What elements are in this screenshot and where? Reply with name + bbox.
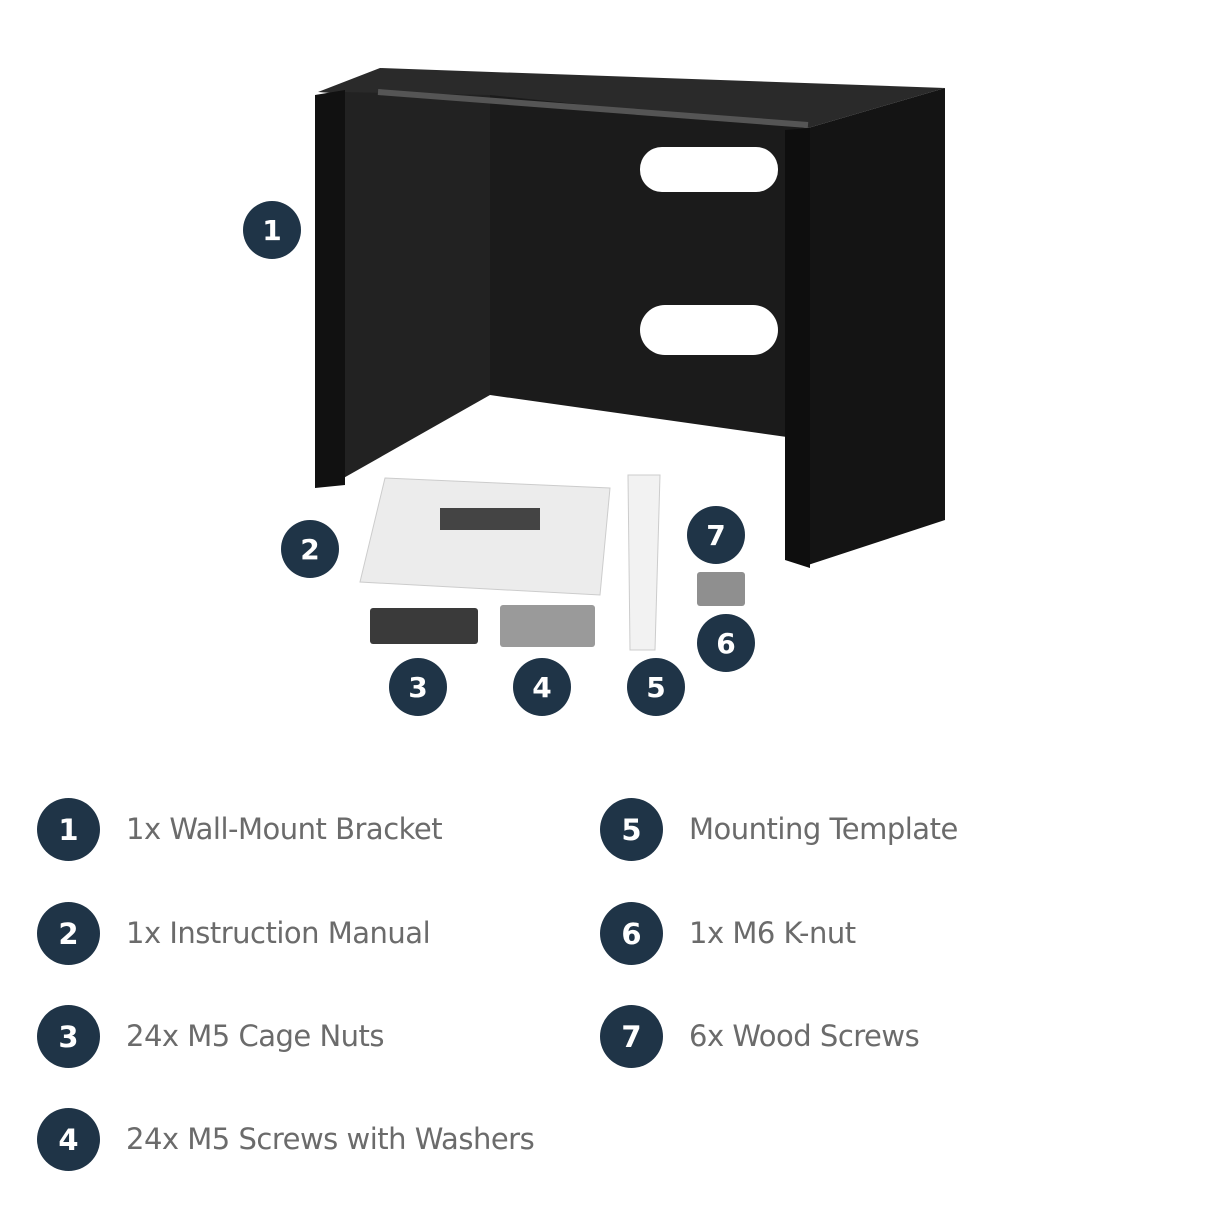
legend-label-4: 24x M5 Screws with Washers [126, 1122, 535, 1156]
cage-nuts [370, 608, 478, 644]
legend-label-1: 1x Wall-Mount Bracket [126, 812, 443, 846]
legend-label-7: 6x Wood Screws [689, 1019, 920, 1053]
mounting-template [627, 474, 661, 651]
legend-badge-6: 6 [600, 902, 663, 965]
callout-4: 4 [513, 658, 571, 716]
callout-1: 1 [243, 201, 301, 259]
legend-label-2: 1x Instruction Manual [126, 916, 431, 950]
legend-badge-5: 5 [600, 798, 663, 861]
callout-7: 7 [687, 506, 745, 564]
legend-label-5: Mounting Template [689, 812, 958, 846]
screws-with-washers [500, 605, 595, 647]
legend-badge-2: 2 [37, 902, 100, 965]
callout-2: 2 [281, 520, 339, 578]
callout-5: 5 [627, 658, 685, 716]
callout-3: 3 [389, 658, 447, 716]
instruction-manual [359, 477, 611, 596]
wall-mount-bracket [315, 68, 945, 568]
wood-screws-and-knut [697, 572, 745, 606]
legend-label-6: 1x M6 K-nut [689, 916, 856, 950]
legend-badge-1: 1 [37, 798, 100, 861]
product-photo [315, 68, 945, 651]
legend-label-3: 24x M5 Cage Nuts [126, 1019, 385, 1053]
callout-6: 6 [697, 614, 755, 672]
legend-badge-4: 4 [37, 1108, 100, 1171]
legend-badge-7: 7 [600, 1005, 663, 1068]
legend-badge-3: 3 [37, 1005, 100, 1068]
